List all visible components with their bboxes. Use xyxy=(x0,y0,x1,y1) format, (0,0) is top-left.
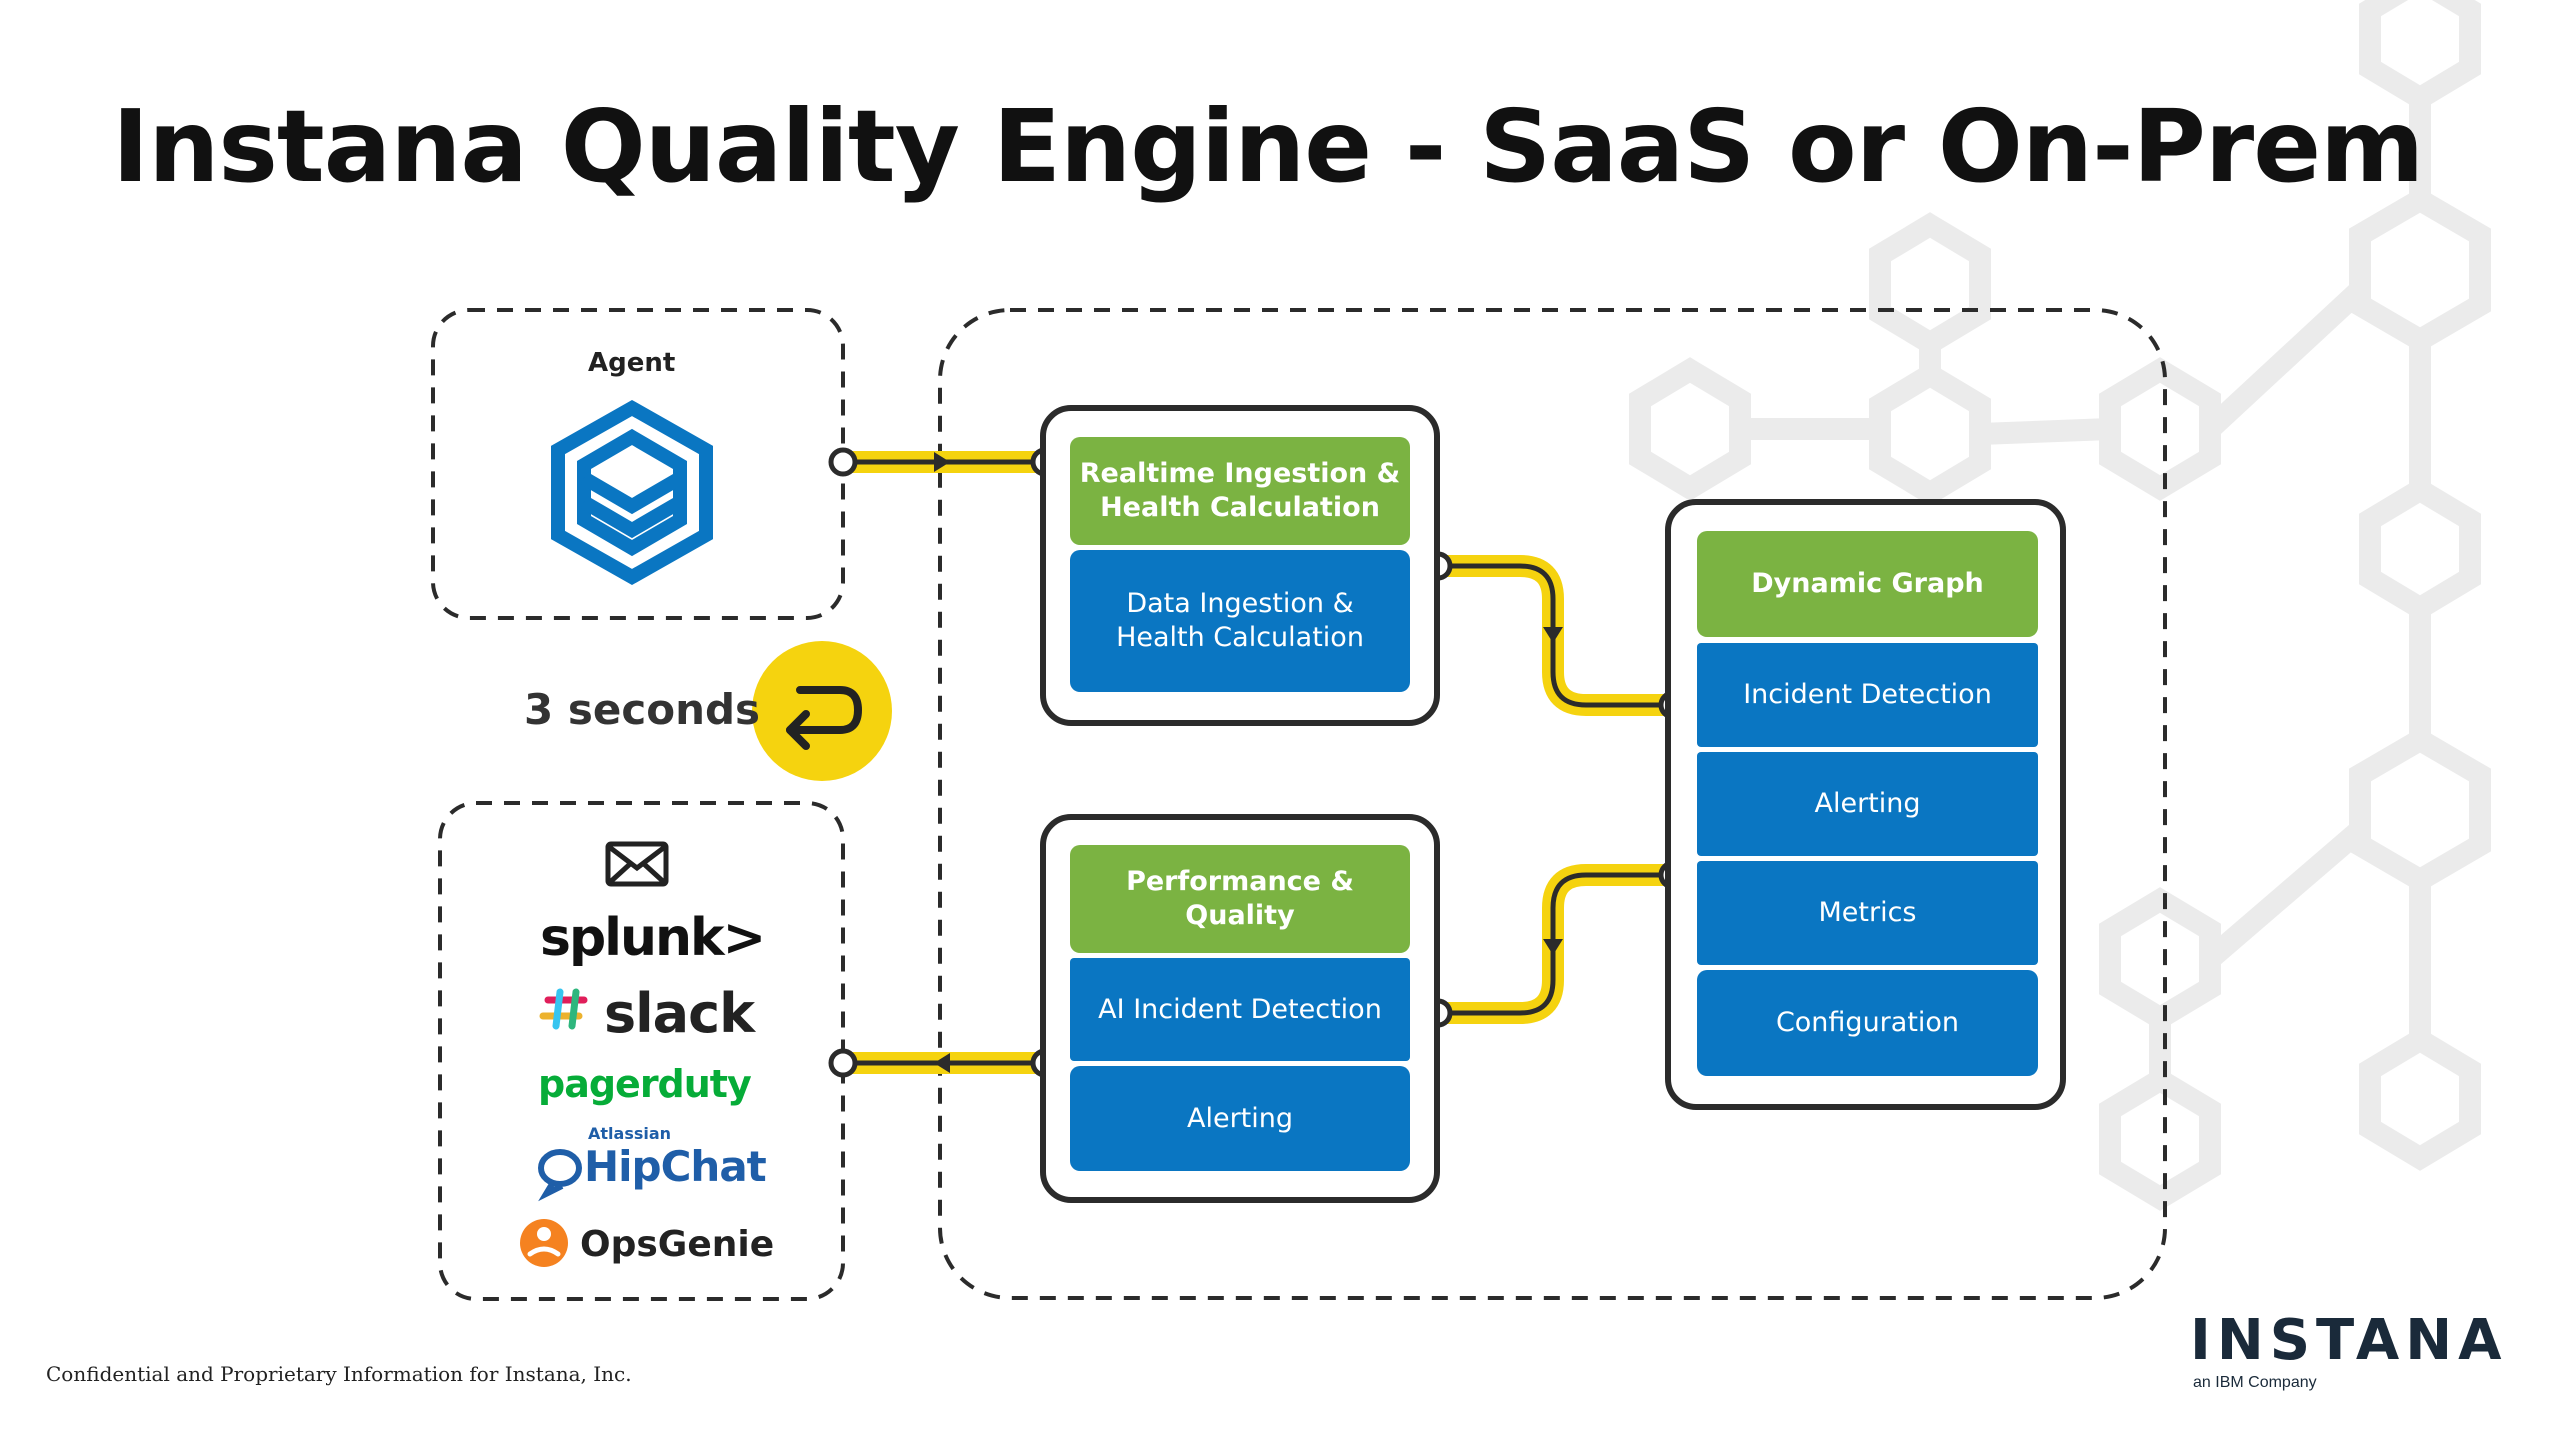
agent-logo-icon xyxy=(551,399,713,586)
pagerduty-logo: pagerduty xyxy=(538,1062,752,1106)
footer-confidential: Confidential and Proprietary Information… xyxy=(46,1362,632,1386)
quality-header: Performance & Quality xyxy=(1126,866,1354,931)
loop-icon xyxy=(752,641,892,781)
quality-row-ai-incident-detection: AI Incident Detection xyxy=(1098,993,1382,1025)
graph-header: Dynamic Graph xyxy=(1751,568,1984,600)
slack-logo: slack xyxy=(604,982,755,1045)
graph-row-alerting: Alerting xyxy=(1814,788,1921,820)
hipchat-atlassian-label: Atlassian xyxy=(588,1124,672,1143)
graph-box xyxy=(1665,499,2066,1110)
agent-label: Agent xyxy=(588,348,676,378)
ingestion-box xyxy=(1040,405,1440,726)
connector-arrows xyxy=(934,452,1563,1073)
quality-box xyxy=(1040,814,1440,1203)
ingestion-header: Realtime Ingestion & Health Calculation xyxy=(1079,458,1401,523)
hipchat-logo-icon xyxy=(538,1149,582,1202)
loop-label: 3 seconds xyxy=(524,685,761,734)
engine-container xyxy=(938,308,2167,1300)
instana-logo: INSTANA xyxy=(2190,1308,2508,1373)
opsgenie-logo-icon xyxy=(520,1219,568,1267)
quality-row-alerting: Alerting xyxy=(1186,1102,1294,1134)
opsgenie-logo: OpsGenie xyxy=(580,1224,775,1265)
splunk-logo: splunk> xyxy=(540,908,766,968)
ingestion-row: Data Ingestion & Health Calculation xyxy=(1116,588,1364,653)
graph-row-incident-detection: Incident Detection xyxy=(1743,679,1992,711)
page-title: Instana Quality Engine - SaaS or On-Prem xyxy=(112,88,2424,205)
slack-logo-icon xyxy=(539,988,588,1030)
hipchat-logo: HipChat xyxy=(584,1142,767,1191)
graph-row-metrics: Metrics xyxy=(1818,897,1917,929)
background-hex-network xyxy=(1629,0,2491,1211)
graph-row-configuration: Configuration xyxy=(1775,1007,1960,1039)
mail-icon xyxy=(605,841,669,887)
instana-logo-subtitle: an IBM Company xyxy=(2193,1374,2317,1391)
